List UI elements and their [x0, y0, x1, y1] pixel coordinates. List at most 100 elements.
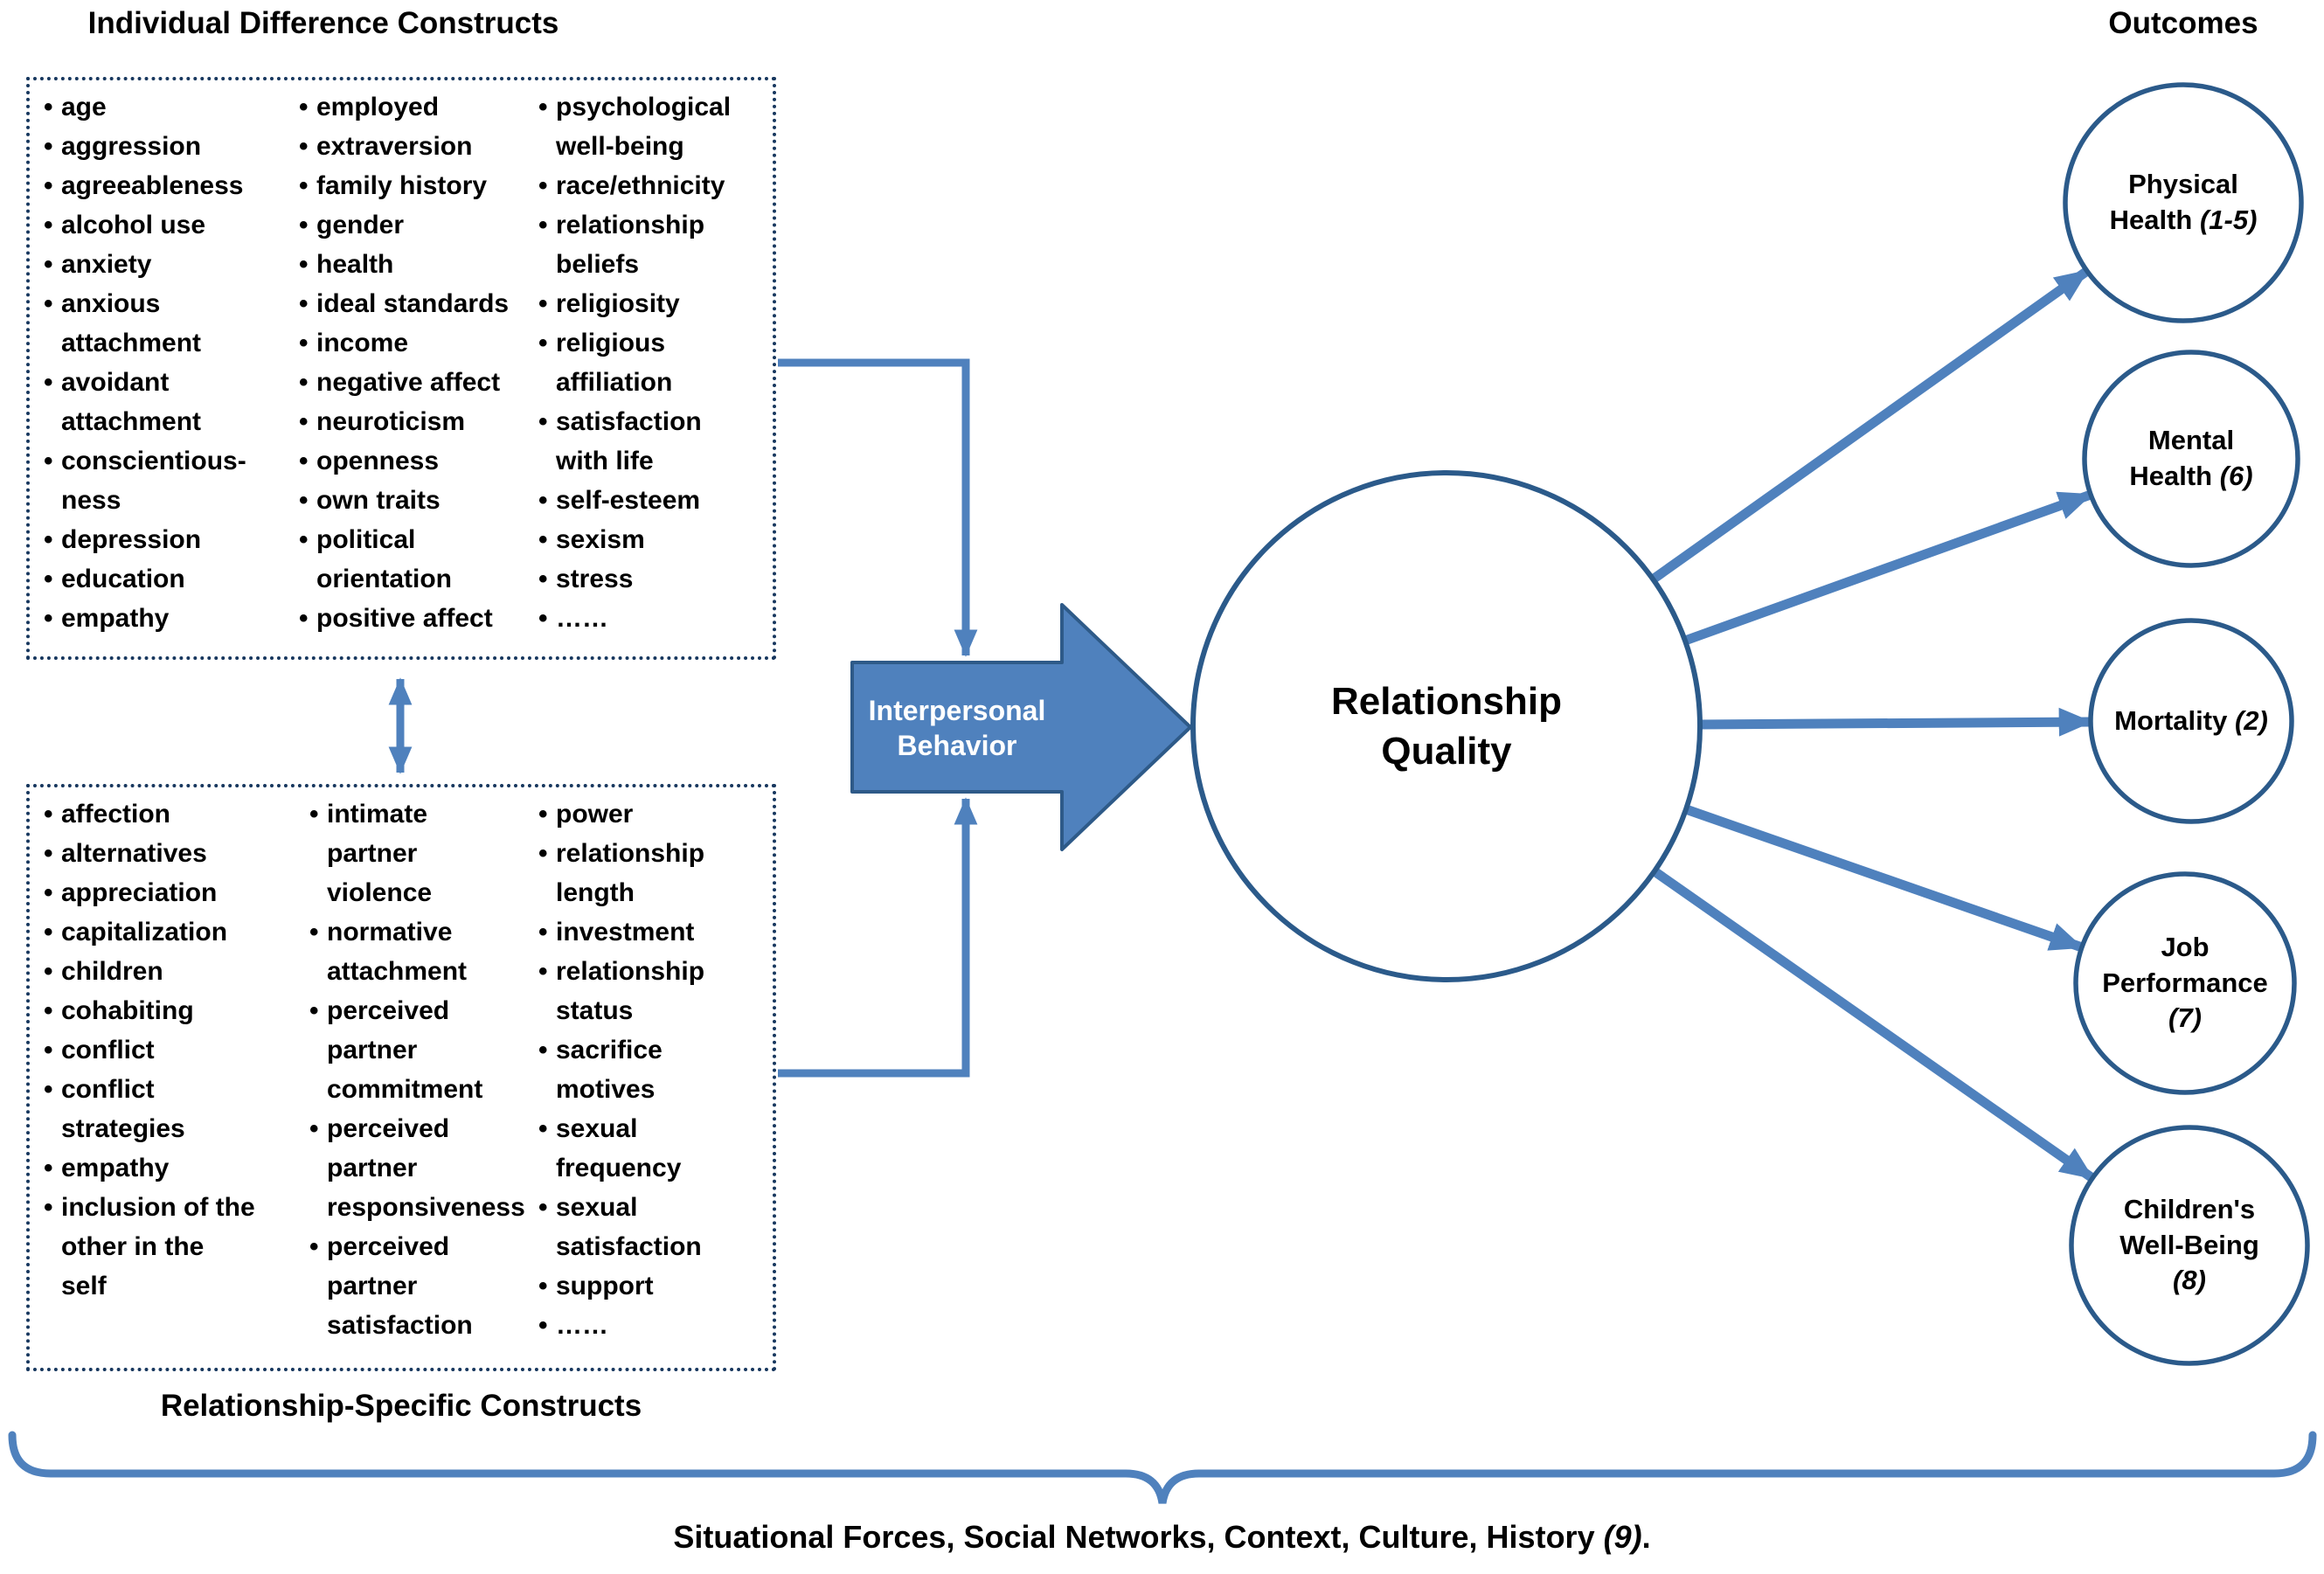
list-item: •normative attachment	[309, 912, 535, 991]
bullet-icon: •	[538, 918, 548, 946]
bullet-icon: •	[44, 918, 53, 946]
list-item-label: conscientious- ness	[61, 447, 246, 515]
list-item-label: anxiety	[61, 250, 152, 279]
bullet-icon: •	[44, 800, 53, 829]
list-item-label: satisfaction with life	[556, 407, 702, 475]
outcome-name: Mortality	[2114, 704, 2235, 736]
list-item: •children	[44, 952, 302, 991]
constructs-column: •affection•alternatives•appreciation•cap…	[44, 794, 302, 1306]
list-item-label: appreciation	[61, 878, 218, 907]
list-item-label: anxious attachment	[61, 289, 202, 357]
outcome-ref: (8)	[2173, 1265, 2206, 1296]
list-item: •age	[44, 87, 295, 127]
list-item-label: stress	[556, 565, 634, 593]
connector-individual-to-behavior	[778, 358, 978, 657]
bullet-icon: •	[44, 93, 53, 121]
bullet-icon: •	[299, 525, 309, 554]
bullet-icon: •	[538, 1036, 548, 1064]
bullet-icon: •	[44, 289, 53, 318]
bullet-icon: •	[44, 447, 53, 475]
arrow-to-physical-health	[1649, 267, 2091, 584]
bullet-icon: •	[538, 211, 548, 239]
bullet-icon: •	[538, 525, 548, 554]
bullet-icon: •	[44, 171, 53, 200]
list-item: •conflict	[44, 1030, 302, 1070]
list-item: •alcohol use	[44, 205, 295, 245]
list-item-label: health	[316, 250, 394, 279]
list-item-label: ideal standards	[316, 289, 510, 318]
list-item: •inclusion of the other in the self	[44, 1188, 302, 1306]
list-item: •empathy	[44, 599, 295, 638]
bullet-icon: •	[44, 996, 53, 1025]
bullet-icon: •	[299, 604, 309, 633]
list-item-label: gender	[316, 211, 405, 239]
list-item: •relationship beliefs	[538, 205, 773, 284]
outcome-physical-health: Physical Health (1-5)	[2078, 135, 2288, 271]
situational-forces-brace	[8, 1431, 2317, 1504]
outcome-name: Mental Health	[2129, 425, 2235, 491]
list-item: •perceived partner satisfaction	[309, 1227, 535, 1345]
bullet-icon: •	[538, 957, 548, 986]
list-item: •power	[538, 794, 773, 834]
bullet-icon: •	[44, 878, 53, 907]
list-item-label: investment	[556, 918, 695, 946]
list-item-label: normative attachment	[327, 918, 468, 986]
list-item-label: depression	[61, 525, 202, 554]
list-item: • stress	[538, 559, 773, 599]
list-item: •self-esteem	[538, 481, 773, 520]
bullet-icon: •	[299, 329, 309, 357]
list-item-label: conflict	[61, 1036, 155, 1064]
list-item-label: cohabiting	[61, 996, 194, 1025]
list-item: •alternatives	[44, 834, 302, 873]
list-item-label: perceived partner commitment	[327, 996, 483, 1104]
outcome-ref: (7)	[2168, 1002, 2202, 1034]
list-item: • conscientious- ness	[44, 441, 295, 520]
relationship-constructs-box: •affection•alternatives•appreciation•cap…	[26, 784, 776, 1371]
list-item-label: conflict strategies	[61, 1075, 185, 1143]
list-item-label: education	[61, 565, 185, 593]
bullet-icon: •	[44, 604, 53, 633]
bullet-icon: •	[538, 565, 548, 593]
outcome-label-wrap: Mortality (2)	[2114, 704, 2268, 739]
list-item: • sexual satisfaction	[538, 1188, 773, 1266]
bullet-icon: •	[44, 957, 53, 986]
list-item: •empathy	[44, 1148, 302, 1188]
bullet-icon: •	[538, 800, 548, 829]
list-item-label: psychological well-being	[556, 93, 732, 161]
list-item: •health	[299, 245, 537, 284]
individual-constructs-box: •age•aggression•agreeableness•alcohol us…	[26, 77, 776, 660]
bullet-icon: •	[299, 447, 309, 475]
list-item-label: capitalization	[61, 918, 228, 946]
bullet-icon: •	[299, 132, 309, 161]
list-item-label: ……	[556, 1311, 608, 1340]
outcome-mental-health: Mental Health (6)	[2086, 391, 2296, 527]
list-item: • cohabiting	[44, 991, 302, 1030]
bullet-icon: •	[44, 368, 53, 397]
mental-health-circle	[2082, 350, 2300, 568]
bullet-icon: •	[299, 486, 309, 515]
list-item-label: openness	[316, 447, 440, 475]
bullet-icon: •	[538, 839, 548, 868]
bullet-icon: •	[538, 171, 548, 200]
list-item-label: sexual satisfaction	[556, 1193, 702, 1261]
constructs-column: •power•relationship length•investment•re…	[538, 794, 773, 1345]
bullet-icon: •	[538, 1272, 548, 1300]
bullet-icon: •	[538, 486, 548, 515]
bullet-icon: •	[538, 1193, 548, 1222]
bullet-icon: •	[299, 171, 309, 200]
list-item: •family history	[299, 166, 537, 205]
list-item-label: support	[556, 1272, 654, 1300]
list-item: • psychological well-being	[538, 87, 773, 166]
bullet-icon: •	[44, 132, 53, 161]
arrow-to-childrens-wellbeing	[1651, 867, 2096, 1182]
list-item: •ideal standards	[299, 284, 537, 323]
arrow-to-mortality	[1699, 707, 2093, 737]
constructs-column: •intimate partner violence•normative att…	[309, 794, 535, 1345]
caption-text: Situational Forces, Social Networks, Con…	[673, 1519, 1604, 1555]
list-item: •sexism	[538, 520, 773, 559]
list-item-label: extraversion	[316, 132, 473, 161]
bullet-icon: •	[538, 93, 548, 121]
list-item-label: ……	[556, 604, 608, 633]
bullet-icon: •	[44, 565, 53, 593]
